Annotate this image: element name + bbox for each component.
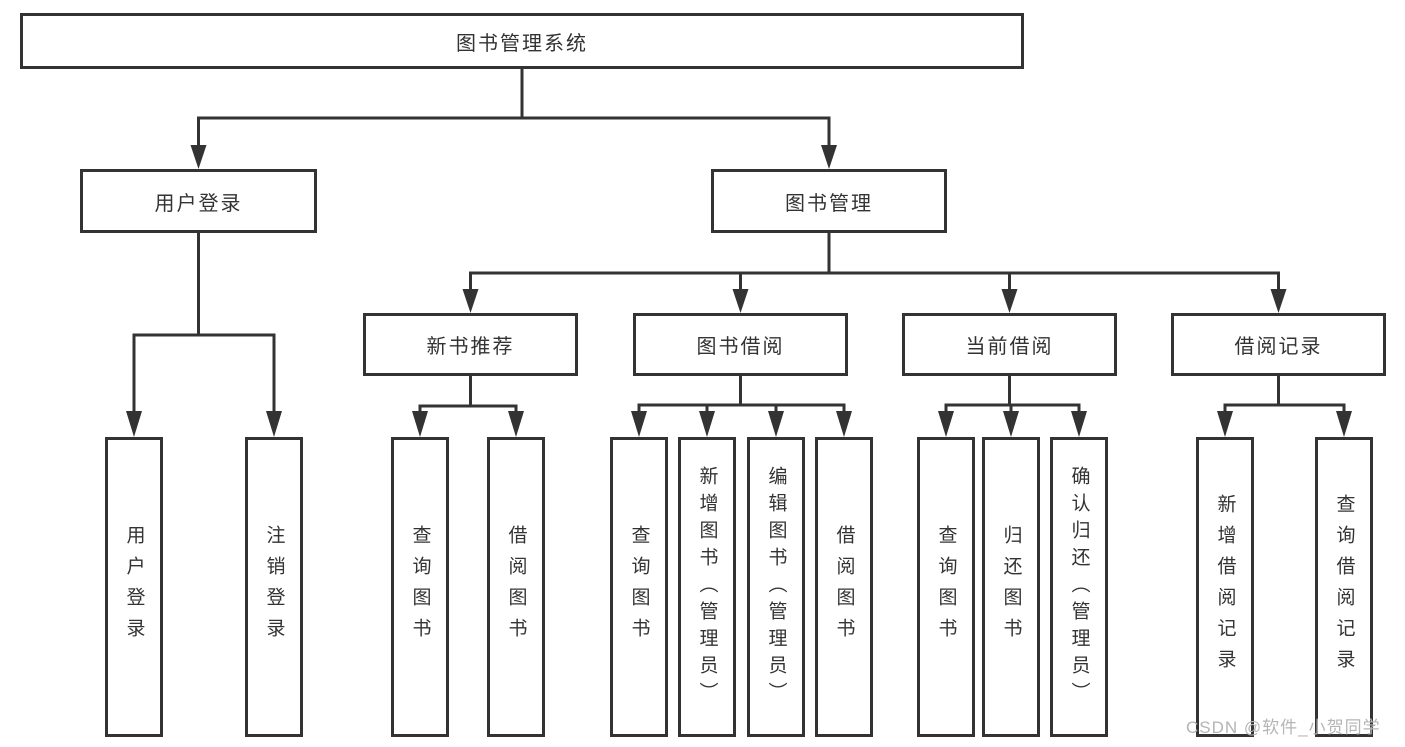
leaf-add-book-admin: 新增图书（管理员）: [678, 437, 736, 737]
node-book-management: 图书管理: [711, 169, 947, 233]
leaf-confirm-return-admin: 确认归还（管理员）: [1050, 437, 1108, 737]
csdn-watermark: CSDN @软件_小贺同学: [1186, 718, 1381, 737]
leaf-query-books-borrowing: 查询图书: [610, 437, 668, 737]
leaf-query-books-current: 查询图书: [917, 437, 975, 737]
node-library-management-system: 图书管理系统: [20, 13, 1024, 69]
leaf-edit-book-admin: 编辑图书（管理员）: [747, 437, 805, 737]
leaf-user-login: 用户登录: [105, 437, 163, 737]
leaf-query-borrowing-record: 查询借阅记录: [1315, 437, 1373, 737]
node-book-borrowing: 图书借阅: [633, 313, 848, 376]
leaf-add-borrowing-record: 新增借阅记录: [1196, 437, 1254, 737]
leaf-borrow-books-borrowing: 借阅图书: [815, 437, 873, 737]
leaf-return-books: 归还图书: [982, 437, 1040, 737]
leaf-borrow-books-recommendation: 借阅图书: [487, 437, 545, 737]
node-borrowing-records: 借阅记录: [1171, 313, 1386, 376]
node-current-borrowing: 当前借阅: [902, 313, 1117, 376]
node-new-book-recommendation: 新书推荐: [363, 313, 578, 376]
node-user-login: 用户登录: [80, 169, 317, 233]
leaf-logout: 注销登录: [245, 437, 303, 737]
leaf-query-books-recommendation: 查询图书: [391, 437, 449, 737]
